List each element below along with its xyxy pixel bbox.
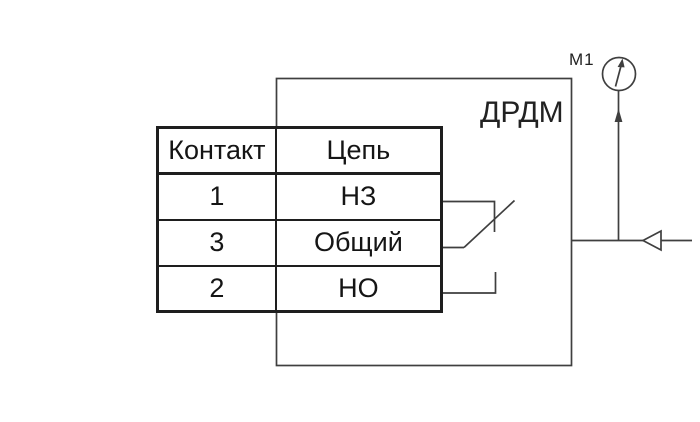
contacts-table: Контакт Цепь 1 НЗ 3 Общий 2 НО — [156, 126, 443, 313]
gauge-label: М1 — [569, 50, 595, 69]
inlet-arrow-icon — [641, 229, 662, 252]
inlet-pipe — [572, 229, 692, 252]
cell-circuit-no: НО — [274, 264, 443, 313]
table-row: 1 НЗ — [156, 172, 443, 221]
header-contact: Контакт — [156, 126, 277, 175]
gauge-pipe — [614, 90, 623, 241]
pressure-gauge-icon — [601, 56, 637, 92]
no-contact-line — [441, 272, 497, 294]
cell-contact-1: 1 — [156, 172, 277, 221]
device-label: ДРДМ — [480, 96, 564, 129]
table-row: 3 Общий — [156, 218, 443, 267]
header-circuit: Цепь — [274, 126, 443, 175]
flow-arrow-icon — [614, 108, 623, 122]
table-row: 2 НО — [156, 264, 443, 313]
nc-contact-line — [441, 200, 496, 232]
table-header-row: Контакт Цепь — [156, 126, 443, 175]
cell-circuit-nc: НЗ — [274, 172, 443, 221]
cell-contact-2: 2 — [156, 264, 277, 313]
switch-lever-line — [463, 199, 516, 249]
cell-contact-3: 3 — [156, 218, 277, 267]
cell-circuit-common: Общий — [274, 218, 443, 267]
changeover-switch-icon — [441, 199, 516, 294]
